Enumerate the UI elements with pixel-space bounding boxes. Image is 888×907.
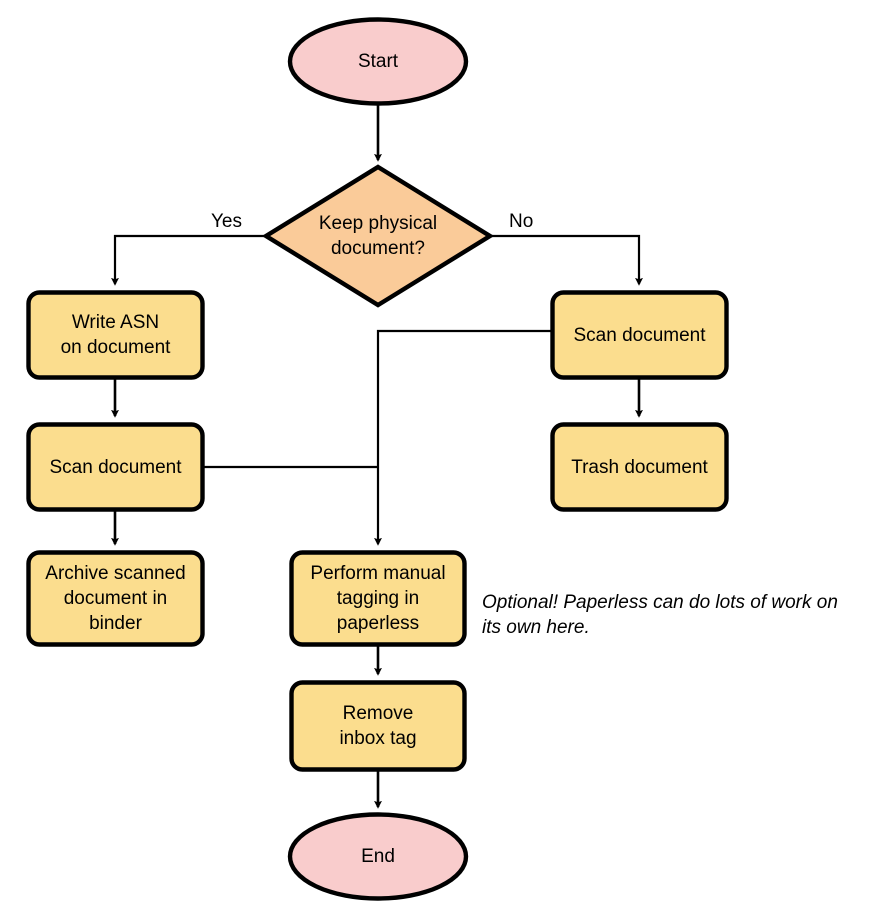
- node-trash-document[interactable]: [550, 422, 729, 512]
- nodes: [26, 17, 729, 901]
- node-scan-document-right[interactable]: [550, 290, 729, 380]
- node-archive-scanned-document-in-binder[interactable]: [26, 550, 205, 647]
- edge-label-yes: Yes: [211, 211, 242, 232]
- node-end[interactable]: [287, 812, 469, 901]
- edge-scan-right-to-manual-tagging: [374, 329, 551, 546]
- edge-decision-yes-to-write-asn: [111, 234, 266, 286]
- connectors: [111, 104, 643, 809]
- node-scan-document-left[interactable]: [26, 422, 205, 512]
- node-write-asn-on-document[interactable]: [26, 290, 205, 380]
- node-keep-physical-document[interactable]: [261, 164, 495, 308]
- edge-label-no: No: [509, 211, 534, 232]
- node-perform-manual-tagging-in-paperless[interactable]: [289, 550, 467, 647]
- node-remove-inbox-tag[interactable]: [289, 680, 467, 772]
- optional-note: Optional! Paperless can do lots of work …: [482, 592, 838, 638]
- node-start[interactable]: [287, 17, 469, 106]
- edge-decision-no-to-scan-right: [490, 234, 643, 286]
